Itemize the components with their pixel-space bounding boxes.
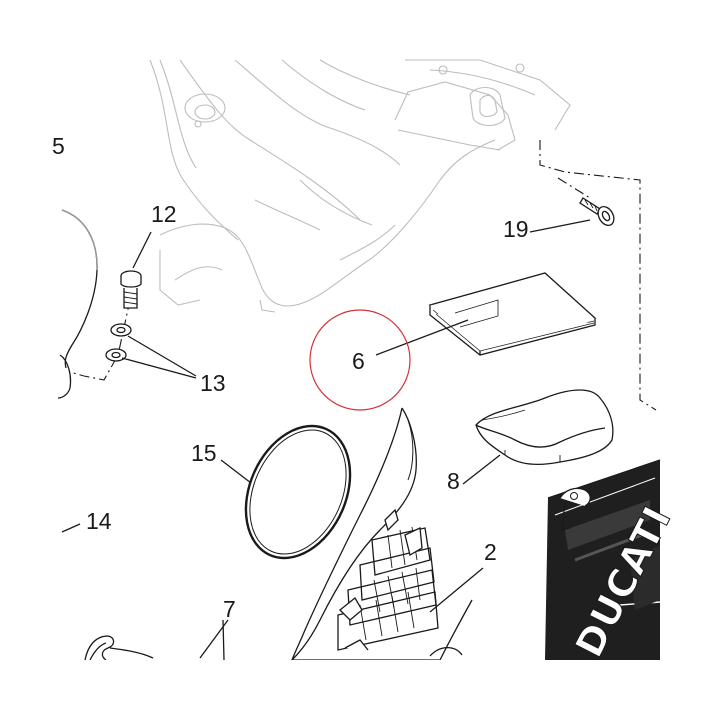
- callout-15: 15: [191, 440, 217, 466]
- ring-15: [244, 424, 352, 560]
- screw-12: [120, 270, 142, 309]
- callout-14: 14: [86, 508, 112, 534]
- callout-19: 19: [503, 216, 529, 242]
- callout-2: 2: [484, 539, 497, 565]
- callout-8: 8: [447, 468, 460, 494]
- assembly-guides: [69, 140, 657, 411]
- callout-13: 13: [200, 370, 226, 396]
- side-panel-2: [290, 407, 473, 661]
- frame-outline: [149, 59, 571, 313]
- tank-cover: DUCATI: [545, 459, 680, 665]
- callout-7: 7: [223, 596, 236, 622]
- bracket-7: [84, 635, 154, 661]
- leader-lines: [61, 219, 591, 661]
- left-fragments: [57, 209, 98, 399]
- callout-6: 6: [352, 348, 365, 374]
- screw-19: [579, 197, 615, 226]
- washer-13b: [105, 348, 127, 362]
- washer-13a: [110, 323, 132, 337]
- pad-8: [475, 389, 614, 466]
- bottom-margin: [0, 660, 720, 720]
- callout-5: 5: [52, 133, 65, 159]
- booklet-6: [428, 272, 597, 356]
- highlight-circle: [309, 309, 411, 411]
- callout-12: 12: [151, 201, 177, 227]
